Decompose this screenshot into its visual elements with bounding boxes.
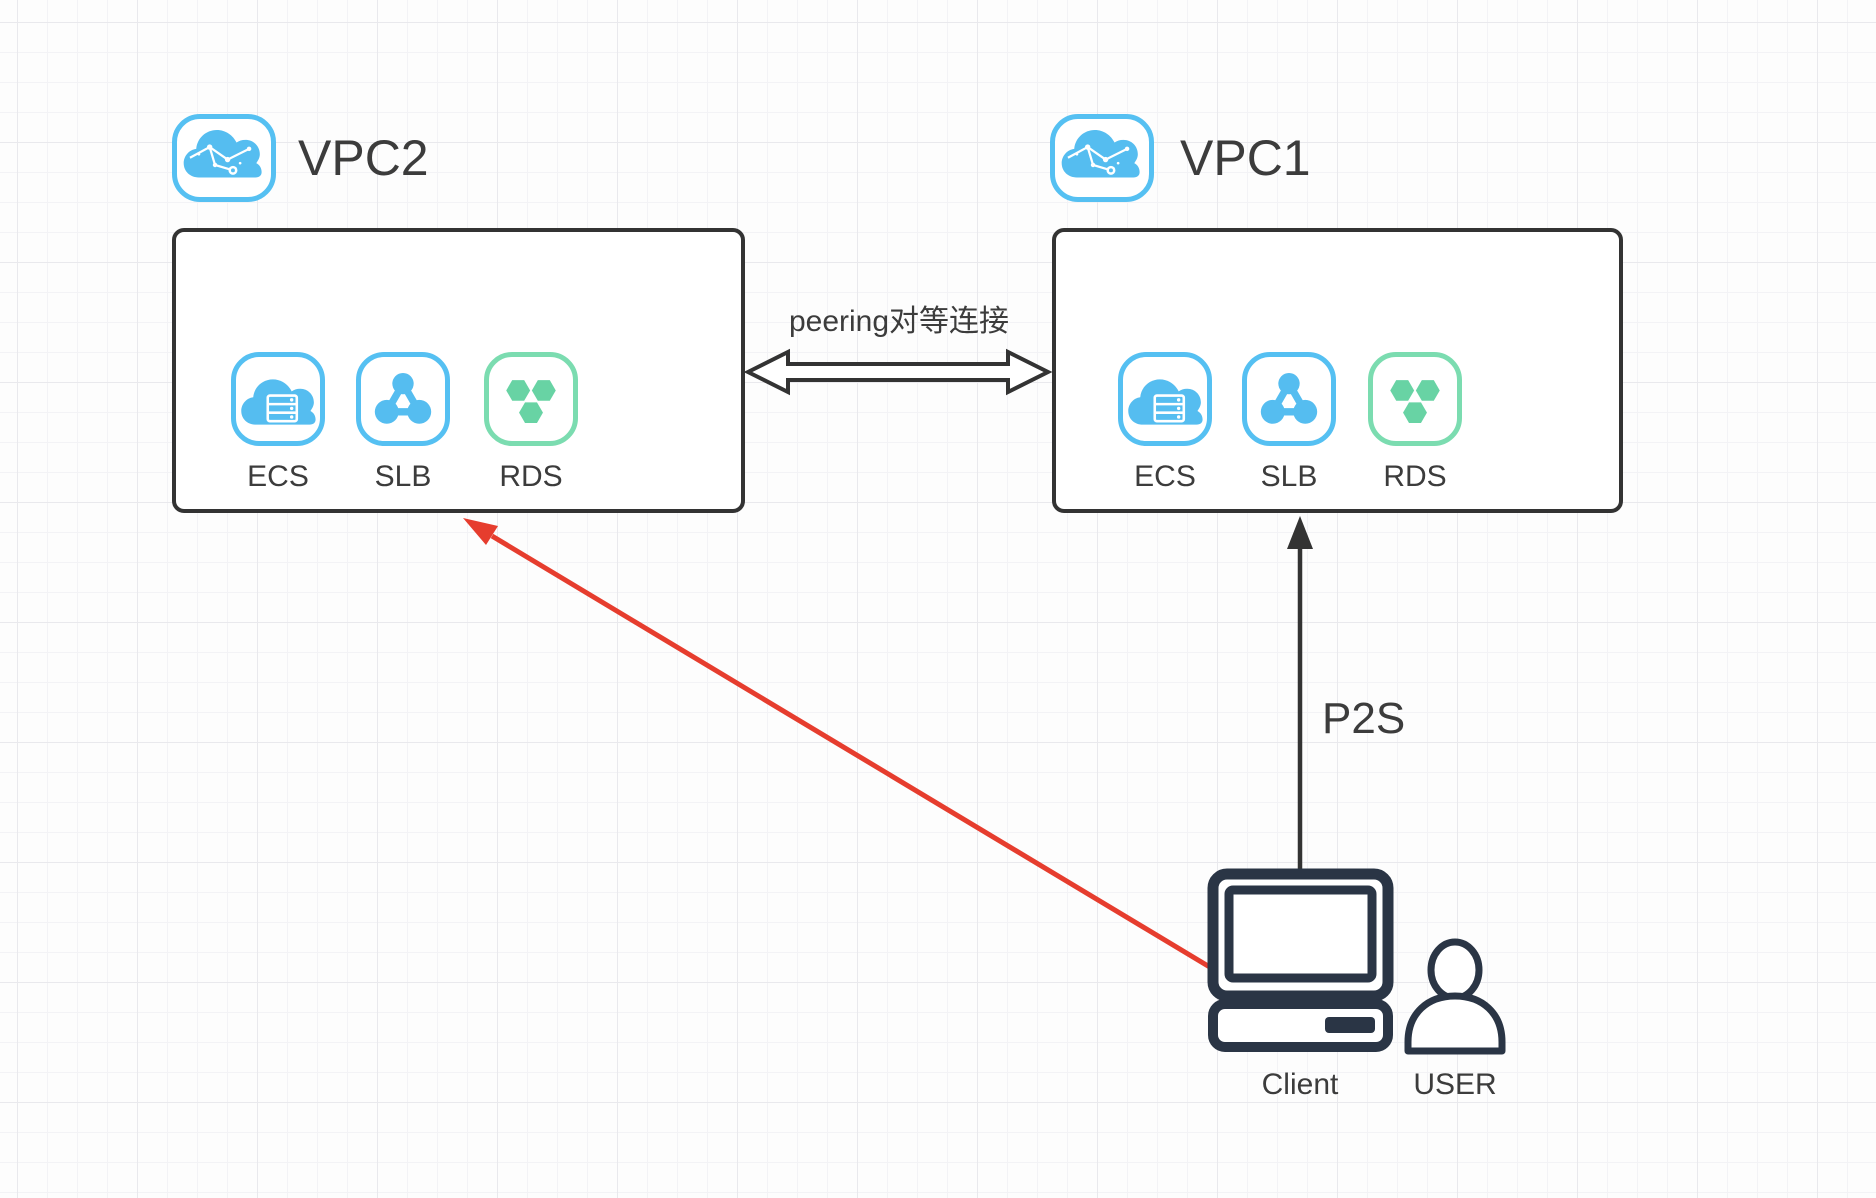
- vpc1-service-slb: SLB: [1242, 352, 1336, 494]
- peering-double-arrow: [743, 348, 1053, 396]
- p2s-arrow: [1287, 516, 1313, 872]
- vpc1-box: ECS SLB RDS: [1052, 228, 1623, 513]
- p2s-label: P2S: [1322, 694, 1406, 743]
- cloud-server-icon: [231, 352, 325, 446]
- cloud-server-icon: [1118, 352, 1212, 446]
- person-icon: [1400, 1047, 1510, 1064]
- hexagon-db-icon: [484, 352, 578, 446]
- user-node: [1400, 930, 1510, 1065]
- client-node: [1195, 860, 1405, 1065]
- client-label: Client: [1261, 1068, 1339, 1101]
- vpc2-service-rds: RDS: [484, 352, 578, 494]
- vpc2-service-slb: SLB: [356, 352, 450, 494]
- user-label: USER: [1413, 1068, 1497, 1101]
- hexagon-db-icon: [1368, 352, 1462, 446]
- vpc2-title: VPC2: [298, 130, 429, 186]
- client-to-vpc2-red-arrow: [463, 518, 1215, 972]
- desktop-computer-icon: [1195, 1047, 1405, 1064]
- service-label: ECS: [1134, 460, 1196, 493]
- service-label: ECS: [247, 460, 309, 493]
- vpc1-badge: [1050, 114, 1154, 202]
- vpc-cloud-icon: [181, 120, 267, 197]
- service-label: RDS: [499, 460, 563, 493]
- vpc1-service-rds: RDS: [1368, 352, 1462, 494]
- vpc-cloud-icon: [1059, 120, 1145, 197]
- vpc1-title: VPC1: [1180, 130, 1311, 186]
- vpc2-service-ecs: ECS: [231, 352, 325, 494]
- vpc1-service-ecs: ECS: [1118, 352, 1212, 494]
- load-balancer-icon: [356, 352, 450, 446]
- service-label: SLB: [1260, 460, 1318, 493]
- service-label: SLB: [374, 460, 432, 493]
- peering-label: peering对等连接: [788, 305, 1010, 338]
- vpc2-box: ECS SLB RDS: [172, 228, 745, 513]
- service-label: RDS: [1383, 460, 1447, 493]
- load-balancer-icon: [1242, 352, 1336, 446]
- vpc2-badge: [172, 114, 276, 202]
